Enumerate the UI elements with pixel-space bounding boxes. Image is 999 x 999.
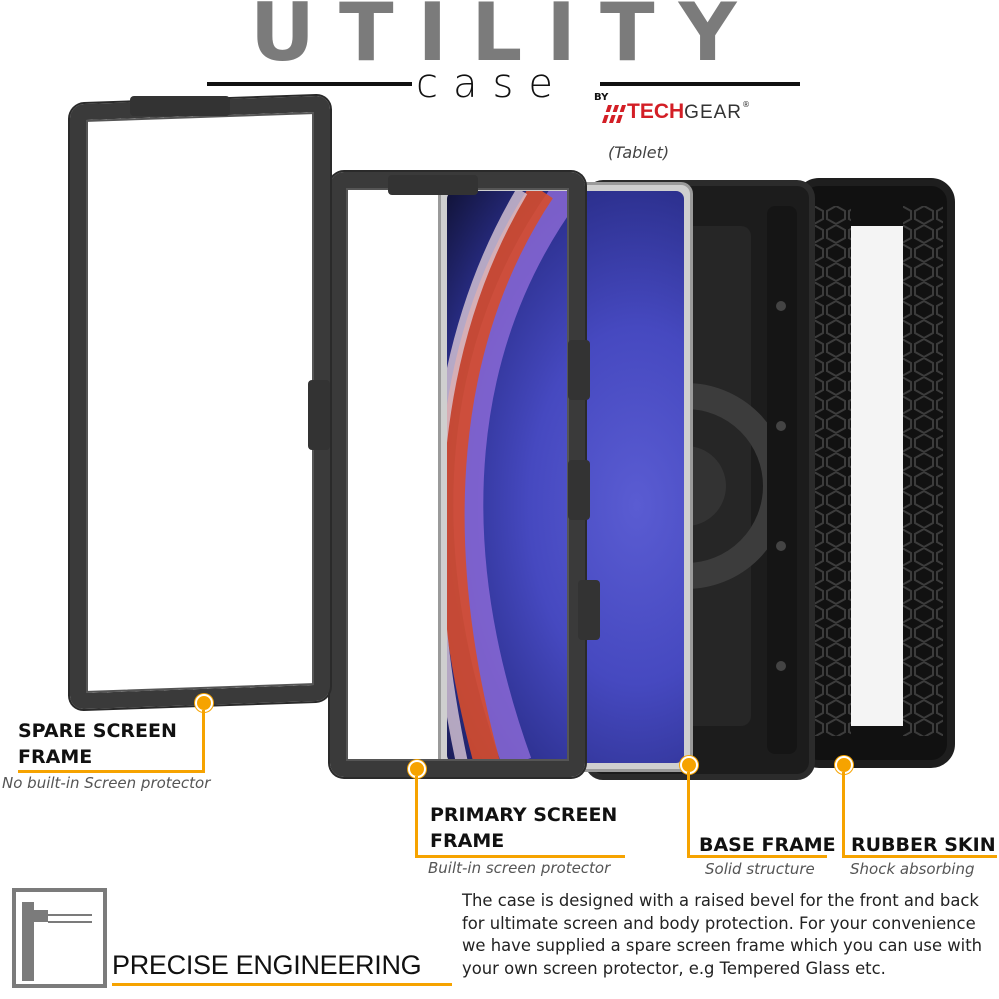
tablet-illustration: [438, 182, 693, 772]
by-label: BY: [594, 92, 609, 103]
engineering-description: The case is designed with a raised bevel…: [462, 891, 983, 978]
engineering-heading: PRECISE ENGINEERING: [112, 950, 422, 980]
base-frame-subtitle: Solid structure: [705, 860, 815, 878]
page-subtitle: case: [416, 61, 568, 107]
caliper-icon: [12, 888, 107, 988]
tablet-screen: [447, 191, 684, 763]
primary-screen-frame-illustration: [330, 172, 585, 777]
spare-frame-underline: [18, 770, 205, 773]
spare-frame-side-tab: [308, 380, 330, 450]
spare-frame-title: SPARE SCREEN FRAME: [18, 718, 177, 770]
brand-gear: GEAR: [684, 102, 743, 123]
spare-frame-leader: [202, 710, 205, 770]
primary-frame-subtitle: Built-in screen protector: [428, 859, 611, 877]
honeycomb-pattern: [807, 206, 943, 736]
rubber-skin-title: RUBBER SKIN: [851, 834, 996, 856]
primary-frame-underline: [415, 855, 625, 858]
spare-frame-title-line1: SPARE SCREEN: [18, 720, 177, 742]
title-rule-left: [207, 82, 412, 86]
rubber-skin-subtitle: Shock absorbing: [850, 860, 975, 878]
primary-frame-side-tab: [578, 580, 600, 640]
spare-screen-frame-illustration: [70, 95, 330, 710]
primary-frame-title: PRIMARY SCREEN FRAME: [430, 802, 617, 854]
primary-frame-leader: [415, 776, 418, 858]
base-frame-underline: [687, 855, 827, 858]
engineering-underline: [112, 983, 452, 986]
spare-frame-title-line2: FRAME: [18, 746, 93, 768]
base-frame-title: BASE FRAME: [699, 834, 836, 856]
techgear-logo-icon: [600, 105, 626, 123]
tablet-label: (Tablet): [608, 143, 670, 162]
primary-frame-top-tab: [388, 175, 478, 195]
base-frame-leader: [687, 772, 690, 858]
spare-frame-top-tab: [130, 96, 230, 116]
title-rule-right: [600, 82, 800, 86]
rubber-skin-illustration: [795, 178, 955, 768]
page-title: UTILITY: [250, 0, 761, 79]
brand-tech: TECH: [627, 100, 685, 123]
techgear-logo: TECHGEAR®: [600, 100, 810, 126]
rubber-skin-leader: [842, 772, 845, 858]
rubber-skin-underline: [842, 855, 997, 858]
spare-frame-subtitle: No built-in Screen protector: [2, 774, 211, 792]
registered-mark: ®: [742, 100, 751, 109]
primary-frame-side-tab: [568, 340, 590, 400]
wallpaper-art: [447, 191, 580, 763]
primary-frame-side-tab: [568, 460, 590, 520]
primary-frame-title-line2: FRAME: [430, 830, 505, 852]
primary-frame-title-line1: PRIMARY SCREEN: [430, 804, 618, 826]
